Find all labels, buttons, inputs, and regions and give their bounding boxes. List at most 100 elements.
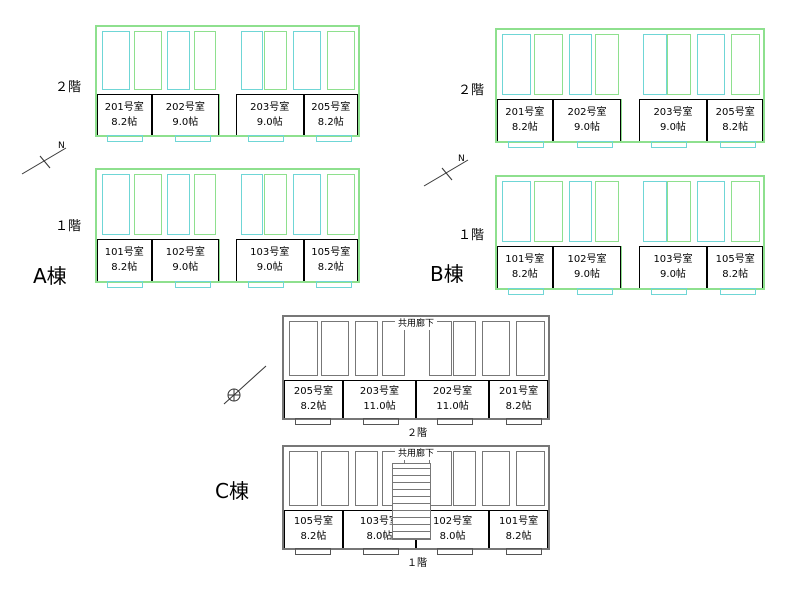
fixture	[292, 31, 321, 90]
balcony	[363, 418, 400, 425]
fixture	[643, 181, 667, 242]
room-size: 8.2帖	[111, 116, 138, 128]
fixture	[502, 181, 531, 242]
room-size: 9.0帖	[574, 269, 600, 281]
balcony	[175, 135, 212, 142]
floor-label: １階	[458, 228, 485, 243]
room-size: 8.2帖	[511, 269, 538, 281]
fixture	[133, 31, 162, 90]
fixture	[326, 174, 355, 235]
balcony	[576, 141, 613, 148]
balcony	[651, 288, 688, 295]
room-size: 8.0帖	[366, 531, 393, 543]
service-area	[284, 317, 548, 380]
room-name: 105号室	[311, 247, 351, 259]
room-name: 103号室	[359, 516, 399, 528]
fixture	[696, 34, 726, 95]
room-name: 103号室	[250, 247, 290, 259]
fixture	[167, 174, 191, 235]
room-size: 11.0帖	[436, 401, 469, 413]
room-size: 8.2帖	[722, 269, 749, 281]
room: 201号室 8.2帖	[497, 98, 553, 141]
fixture	[667, 181, 691, 242]
fixture	[731, 34, 760, 95]
balcony	[175, 281, 212, 288]
fixture	[452, 451, 477, 506]
stairwell	[219, 93, 236, 135]
fixture	[482, 451, 511, 506]
room-size: 9.0帖	[172, 116, 199, 128]
fixture	[355, 321, 379, 376]
balcony	[248, 135, 285, 142]
stairwell	[621, 245, 638, 288]
staircase	[392, 463, 432, 540]
balcony	[316, 135, 353, 142]
room: 105号室 8.2帖	[303, 238, 358, 281]
room-size: 8.2帖	[317, 262, 344, 274]
room: 102号室 9.0帖	[552, 245, 622, 288]
balcony	[316, 281, 353, 288]
room-name: 202号室	[433, 386, 473, 398]
room-name: 102号室	[433, 516, 473, 528]
room-name: 101号室	[104, 247, 144, 259]
fixture	[595, 34, 619, 95]
north-arrow-icon: N	[20, 140, 70, 181]
fixture	[534, 181, 563, 242]
fixture	[193, 174, 217, 235]
balcony	[248, 281, 285, 288]
floor-label: ２階	[458, 83, 485, 98]
fixture	[326, 31, 355, 90]
room-name: 201号室	[505, 107, 545, 119]
room-size: 8.2帖	[300, 531, 327, 543]
fixture	[595, 181, 619, 242]
room-name: 102号室	[567, 254, 607, 266]
room-size: 9.0帖	[256, 116, 283, 128]
room-name: 202号室	[567, 107, 607, 119]
fixture	[264, 174, 287, 235]
north-label: N	[58, 141, 65, 151]
balcony	[505, 548, 542, 555]
building-label: C棟	[215, 479, 249, 503]
room-size: 8.2帖	[317, 116, 344, 128]
room-size: 11.0帖	[363, 401, 396, 413]
stairwell	[219, 238, 236, 281]
fixture	[102, 174, 131, 235]
floor-label: ２階	[407, 428, 427, 439]
fixture	[731, 181, 760, 242]
service-area	[497, 30, 763, 99]
north-label: N	[458, 154, 465, 164]
fixture	[289, 321, 318, 376]
fixture	[193, 31, 217, 90]
service-area	[97, 170, 358, 239]
fixture	[167, 31, 191, 90]
room-size: 8.2帖	[511, 122, 538, 134]
fixture	[696, 181, 726, 242]
room: 103号室 9.0帖	[235, 238, 304, 281]
building-label: B棟	[430, 262, 464, 286]
fixture	[355, 451, 379, 506]
fixture	[289, 451, 318, 506]
room-name: 101号室	[505, 254, 545, 266]
room-size: 9.0帖	[172, 262, 199, 274]
room-name: 205号室	[293, 386, 333, 398]
fixture	[516, 451, 545, 506]
room-size: 9.0帖	[256, 262, 283, 274]
stairwell	[621, 98, 638, 141]
room-name: 205号室	[715, 107, 755, 119]
fixture	[320, 451, 350, 506]
balcony	[294, 548, 331, 555]
balcony	[507, 141, 544, 148]
